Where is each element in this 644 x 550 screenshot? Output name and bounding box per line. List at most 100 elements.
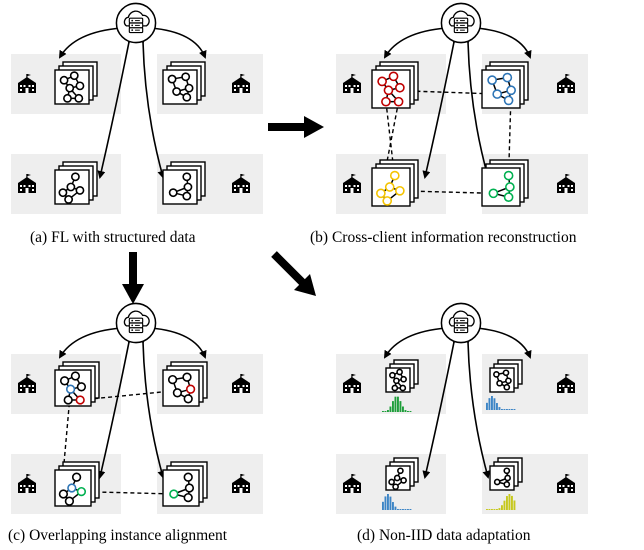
graph-node (393, 96, 404, 107)
histogram-bar (384, 411, 387, 412)
histogram-bar (486, 402, 488, 410)
histogram-icon (486, 396, 516, 410)
graph-node (58, 188, 68, 198)
graph-node (182, 172, 192, 182)
sync-arrow-tl (58, 23, 128, 59)
graph-node (400, 375, 407, 383)
graph-node (65, 83, 75, 93)
arrow-a-to-c (122, 252, 144, 304)
graph-stack-icon (162, 361, 208, 407)
graph-node (182, 372, 192, 382)
graph-stack-icon (371, 61, 419, 109)
histogram-bar (384, 496, 387, 510)
graph-node (183, 394, 193, 404)
graph-node (493, 371, 500, 378)
sync-arrow-bl (97, 35, 135, 179)
graph-node (396, 368, 403, 376)
histogram-bar (511, 495, 513, 510)
graph-node (64, 195, 74, 204)
graph-node (181, 72, 191, 82)
graph-stack-icon (481, 159, 529, 207)
graph-stack-icon (162, 161, 206, 205)
histogram-icon (382, 396, 412, 412)
caption-panel-b: (b) Cross-client information reconstruct… (310, 229, 577, 246)
graph-node (76, 382, 87, 392)
cloud-server-icon (115, 302, 157, 344)
sync-arrow-bl (97, 335, 135, 479)
histogram-bar (389, 496, 392, 510)
histogram-bar (501, 505, 503, 510)
sync-arrow-tr (144, 23, 207, 59)
graph-node (377, 76, 387, 87)
graph-node (503, 170, 514, 181)
sync-arrow-tr (469, 23, 532, 59)
graph-node (392, 483, 399, 491)
graph-stack-icon (54, 361, 100, 407)
sync-arrow-tr (144, 323, 207, 359)
graph-node (506, 85, 516, 96)
histogram-bar (496, 403, 498, 410)
graph-node (493, 478, 501, 486)
cloud-server-icon (115, 2, 157, 44)
graph-node (59, 376, 70, 386)
histogram-bar (404, 509, 407, 510)
histogram-bar (511, 409, 513, 410)
histogram-bar (496, 509, 498, 510)
graph-node (393, 377, 400, 385)
sync-arrow-bl (422, 335, 460, 479)
histogram-bar (488, 509, 491, 510)
graph-node (70, 371, 81, 381)
graph-node (182, 92, 192, 102)
graph-node (487, 75, 497, 85)
histogram-bar (409, 509, 412, 510)
histogram-bar (506, 496, 508, 510)
histogram-bar (397, 396, 399, 412)
graph-node (184, 83, 194, 93)
graph-node (75, 81, 85, 91)
sync-arrow-br (138, 335, 166, 479)
histogram-bar (506, 409, 508, 410)
sync-arrow-tl (383, 23, 453, 59)
histogram-bar (493, 509, 496, 510)
histogram-bar (501, 409, 503, 410)
graph-node (504, 474, 511, 482)
graph-node (182, 191, 192, 201)
graph-node (391, 384, 399, 392)
histogram-icon (486, 494, 516, 510)
sync-arrow-br (138, 35, 166, 179)
histogram-bar (491, 396, 493, 410)
graph-node (399, 384, 407, 392)
sync-arrow-tl (383, 323, 453, 359)
histogram-bar (404, 410, 407, 412)
graph-node (384, 182, 395, 192)
caption-panel-c: (c) Overlapping instance alignment (8, 527, 228, 544)
graph-node (67, 483, 77, 493)
graph-node (395, 82, 405, 93)
graph-node (397, 467, 404, 475)
histogram-bar (508, 409, 511, 410)
graph-node (496, 379, 503, 387)
histogram-bar (409, 411, 412, 412)
graph-node (75, 185, 85, 195)
graph-stack-icon (489, 457, 523, 491)
sync-arrow-br (463, 335, 491, 479)
histogram-bar (513, 500, 516, 510)
histogram-bar (508, 494, 511, 510)
cloud-server-icon (440, 302, 482, 344)
graph-node (185, 384, 196, 394)
histogram-bar (394, 396, 397, 412)
graph-node (63, 93, 72, 103)
histogram-bar (488, 398, 491, 410)
graph-node (64, 496, 75, 506)
histogram-bar (382, 411, 384, 412)
histogram-bar (387, 494, 389, 510)
graph-node (389, 371, 396, 379)
histogram-bar (392, 401, 394, 412)
graph-node (70, 172, 80, 182)
graph-node (183, 492, 193, 503)
graph-node (172, 388, 183, 398)
graph-node (503, 481, 511, 488)
graph-node (69, 71, 79, 81)
histogram-bar (503, 409, 506, 410)
